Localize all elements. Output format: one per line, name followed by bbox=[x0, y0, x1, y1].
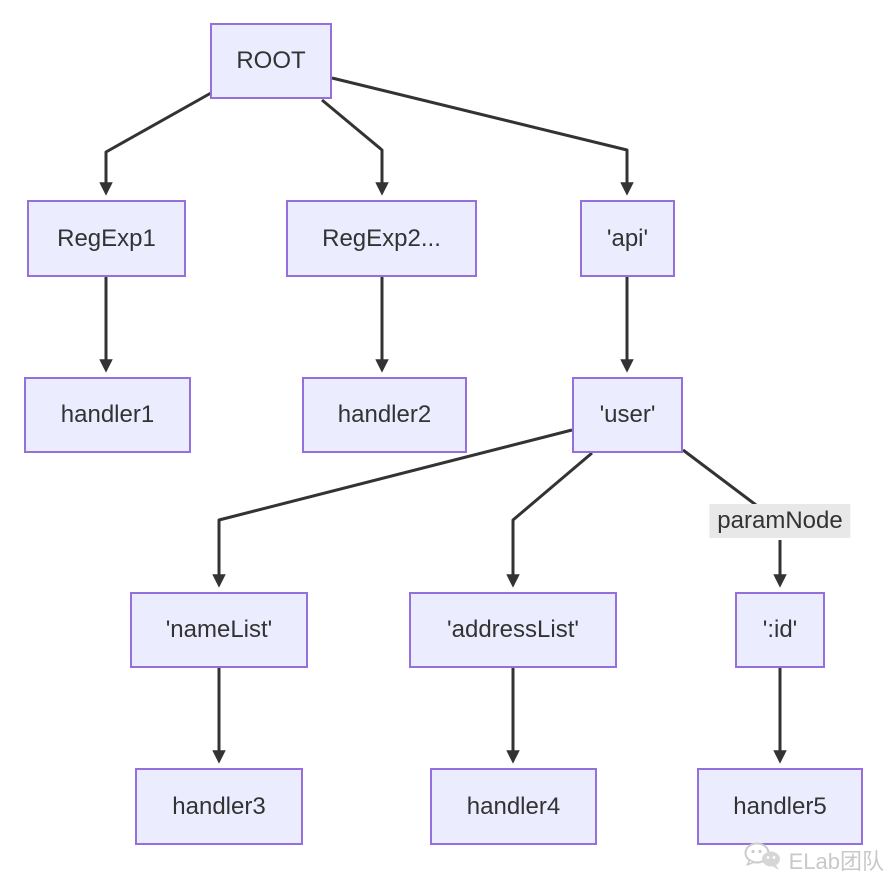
edge-root-api bbox=[331, 76, 634, 196]
watermark: ELab团队 bbox=[743, 841, 884, 879]
edge-root-regexp1 bbox=[99, 91, 212, 196]
node-root: ROOT bbox=[210, 23, 332, 99]
edge-user-paramnode bbox=[682, 448, 757, 507]
node-namelist: 'nameList' bbox=[130, 592, 308, 668]
node-handler1: handler1 bbox=[24, 377, 191, 453]
node-regexp2: RegExp2... bbox=[286, 200, 477, 277]
node-api: 'api' bbox=[580, 200, 675, 277]
node-addresslist: 'addressList' bbox=[409, 592, 617, 668]
edge-user-namelist bbox=[212, 428, 573, 588]
edge-root-regexp2 bbox=[321, 98, 389, 196]
wechat-icon bbox=[743, 841, 783, 879]
watermark-text: ELab团队 bbox=[788, 849, 884, 874]
node-handler4: handler4 bbox=[430, 768, 597, 845]
node-param-id: ':id' bbox=[735, 592, 825, 668]
edge-user-addresslist bbox=[506, 451, 593, 588]
node-handler3: handler3 bbox=[135, 768, 303, 845]
node-regexp1: RegExp1 bbox=[27, 200, 186, 277]
node-user: 'user' bbox=[572, 377, 683, 453]
edge-label-paramnode: paramNode bbox=[709, 504, 851, 538]
node-handler2: handler2 bbox=[302, 377, 467, 453]
node-handler5: handler5 bbox=[697, 768, 863, 845]
